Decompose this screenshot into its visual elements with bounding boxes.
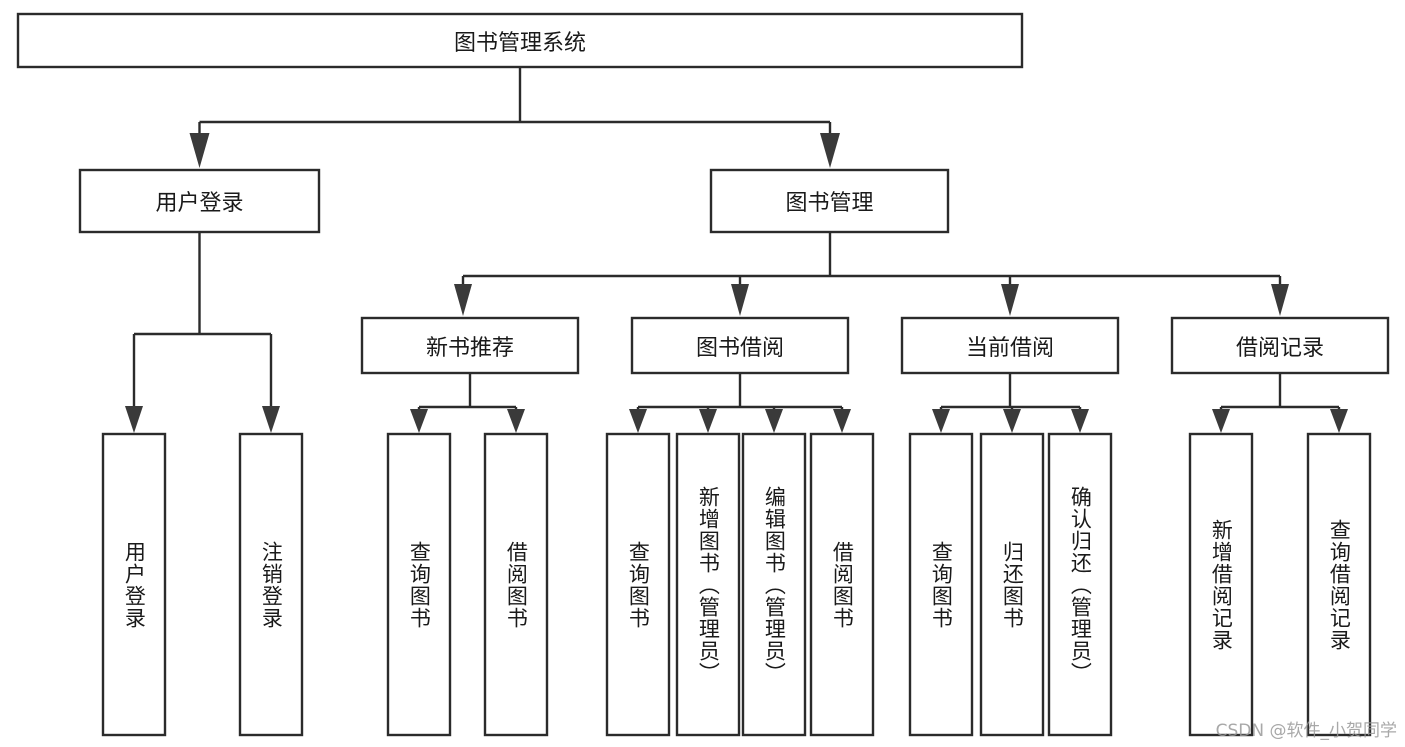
node-box-leaf-borrow-book-1[interactable] — [483, 432, 549, 737]
arrowheads-group — [125, 133, 1348, 433]
node-box-current-borrow[interactable] — [900, 316, 1120, 375]
arrow-icon-l3-4 — [1271, 284, 1289, 316]
node-box-leaf-add-borrow-record[interactable] — [1188, 432, 1254, 737]
arrow-icon-leaf-9 — [932, 409, 950, 433]
node-box-leaf-logout-login[interactable] — [238, 432, 304, 737]
node-box-leaf-add-book[interactable] — [675, 432, 741, 737]
node-box-leaf-confirm-return[interactable] — [1047, 432, 1113, 737]
arrow-icon-leaf-4 — [507, 409, 525, 433]
arrow-icon-l3-3 — [1001, 284, 1019, 316]
node-box-root[interactable] — [16, 12, 1024, 69]
node-box-leaf-query-book-1[interactable] — [386, 432, 452, 737]
arrow-icon-leaf-5 — [629, 409, 647, 433]
node-box-leaf-query-book-2[interactable] — [605, 432, 671, 737]
boxes-group — [16, 12, 1390, 737]
arrow-icon-book-manage — [820, 133, 840, 168]
arrow-icon-leaf-12 — [1212, 409, 1230, 433]
arrow-icon-l3-2 — [731, 284, 749, 316]
arrow-icon-leaf-13 — [1330, 409, 1348, 433]
arrow-icon-leaf-10 — [1003, 409, 1021, 433]
arrow-icon-user-login — [189, 133, 210, 168]
node-box-leaf-edit-book[interactable] — [741, 432, 807, 737]
arrow-icon-leaf-11 — [1071, 409, 1089, 433]
arrow-icon-leaf-3 — [410, 409, 428, 433]
arrow-icon-leaf-7 — [765, 409, 783, 433]
node-box-borrow-record[interactable] — [1170, 316, 1390, 375]
node-box-leaf-query-borrow-record[interactable] — [1306, 432, 1372, 737]
node-box-book-borrow[interactable] — [630, 316, 850, 375]
arrow-icon-leaf-6 — [699, 409, 717, 433]
node-box-book-manage[interactable] — [709, 168, 950, 234]
arrow-icon-leaf-2 — [262, 406, 280, 433]
arrow-icon-leaf-1 — [125, 406, 143, 433]
arrow-icon-l3-1 — [454, 284, 472, 316]
node-box-leaf-return-book[interactable] — [979, 432, 1045, 737]
node-box-new-book-recommend[interactable] — [360, 316, 580, 375]
node-box-leaf-user-login[interactable] — [101, 432, 167, 737]
arrow-icon-leaf-8 — [833, 409, 851, 433]
node-box-user-login[interactable] — [78, 168, 321, 234]
node-box-leaf-borrow-book-2[interactable] — [809, 432, 875, 737]
node-box-leaf-query-book-3[interactable] — [908, 432, 974, 737]
